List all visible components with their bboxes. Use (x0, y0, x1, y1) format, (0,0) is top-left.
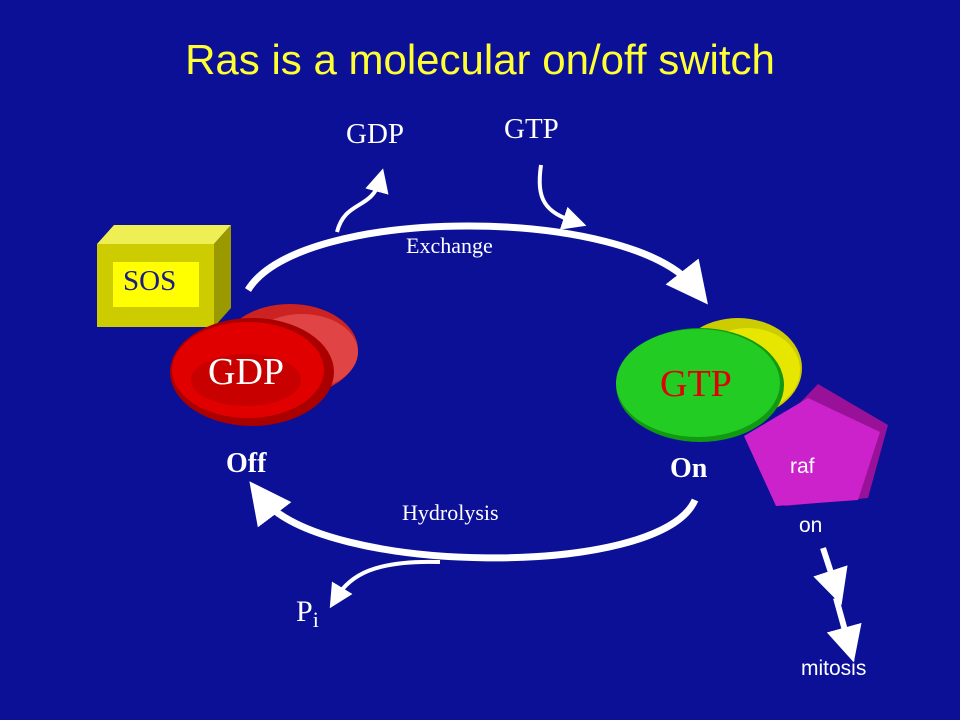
hydrolysis-label: Hydrolysis (402, 500, 499, 525)
hydrolysis-arrow (249, 481, 699, 562)
mitosis-label: mitosis (801, 657, 867, 680)
raf-signal-arrow-upper (813, 547, 848, 606)
slide-title: Ras is a molecular on/off switch (185, 36, 775, 83)
phosphate-label: Pi (296, 595, 319, 633)
phosphate-main: P (296, 595, 313, 628)
phosphate-subscript: i (312, 607, 319, 632)
exchange-arrow (245, 222, 708, 305)
gdp-bound-label: GDP (208, 351, 285, 393)
gdp-release-arrow (335, 168, 389, 233)
raf-signal-arrow-lower (826, 597, 862, 663)
ras-gtp-shape (616, 318, 802, 442)
incoming-gtp-label: GTP (504, 113, 559, 145)
gtp-bound-label: GTP (660, 363, 732, 405)
ras-gdp-shape (170, 304, 358, 426)
sos-label: SOS (123, 265, 177, 297)
released-gdp-label: GDP (346, 118, 405, 150)
raf-label: raf (790, 455, 815, 478)
on-state-label: On (670, 453, 708, 484)
exchange-label: Exchange (406, 233, 493, 258)
raf-on-label: on (799, 514, 823, 537)
raf-shape (744, 384, 888, 506)
pi-release-arrow (329, 559, 441, 609)
off-state-label: Off (226, 448, 267, 479)
sos-box (97, 225, 231, 327)
gtp-binding-arrow (537, 164, 587, 230)
